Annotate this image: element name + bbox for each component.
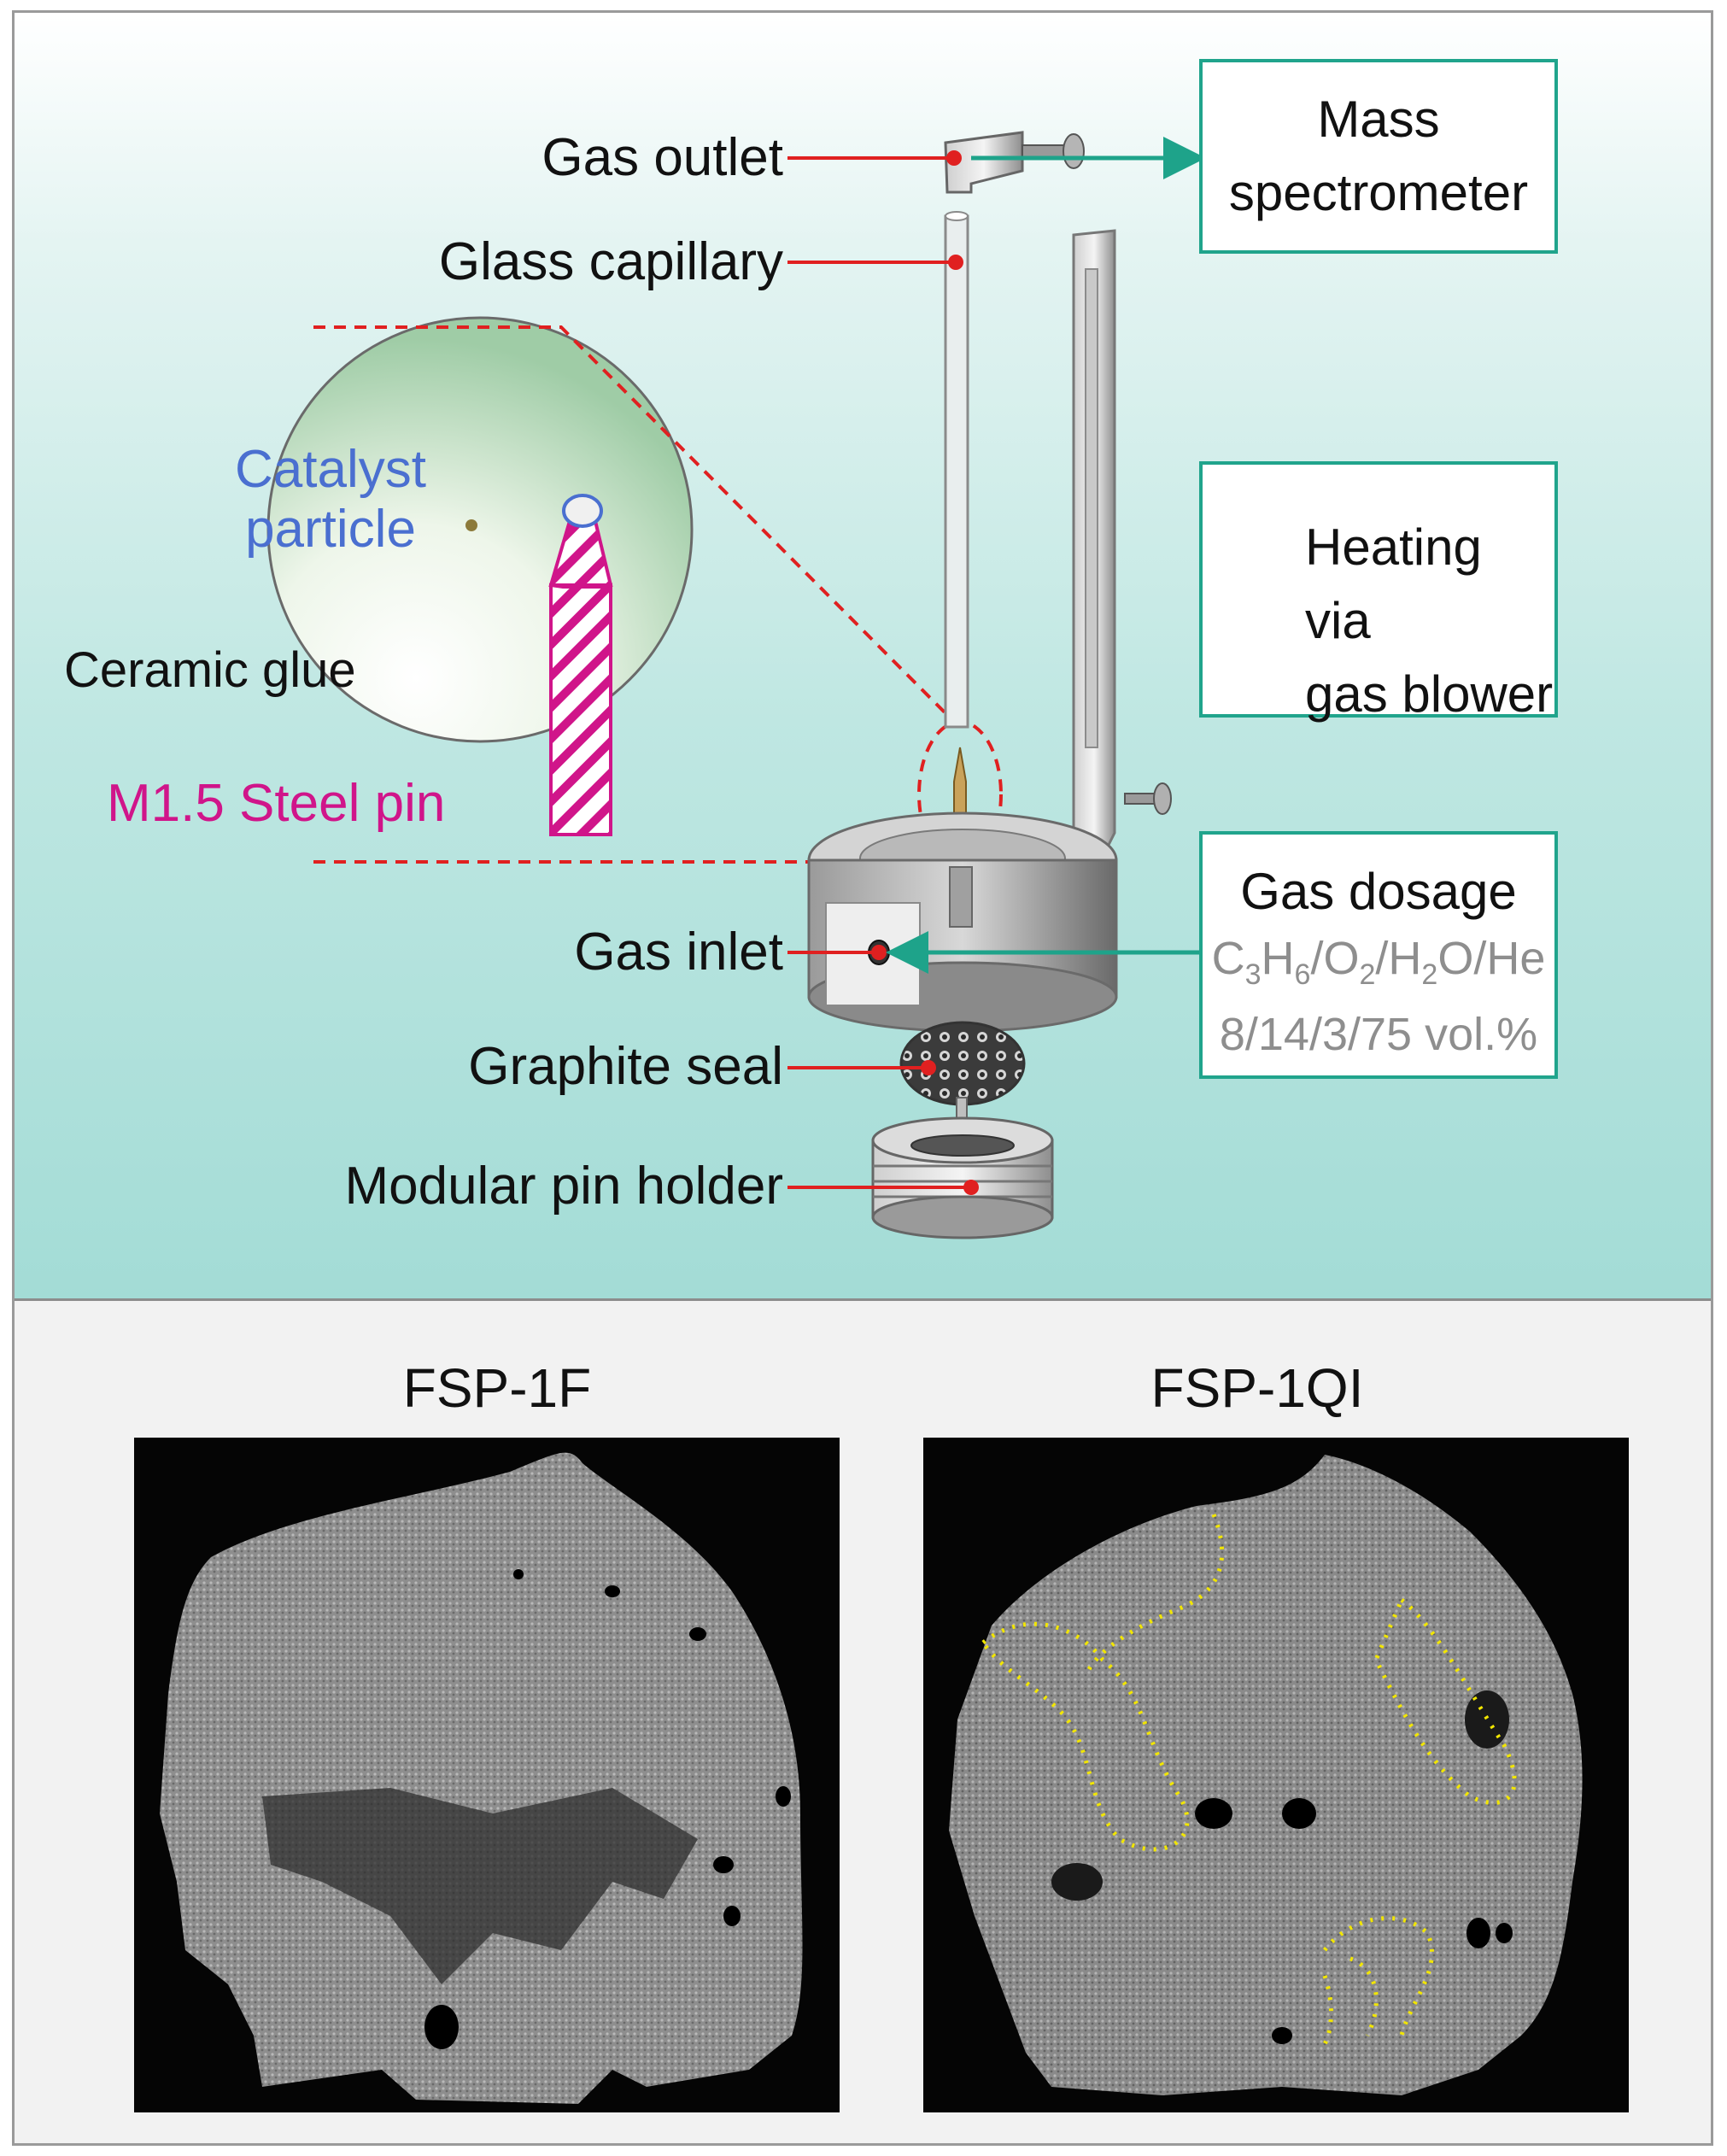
highlight-outline-4 [1322, 1916, 1434, 2046]
callout-dot-gas-outlet [946, 150, 962, 166]
pore-r4 [1496, 1923, 1513, 1943]
gas-composition-ratio: 8/14/3/75 vol.% [1219, 1008, 1538, 1060]
reactor-center-tube [949, 866, 973, 928]
gas-composition-formula: C3H6/O2/H2O/He [1211, 933, 1546, 991]
capillary-top [945, 211, 969, 221]
clamp-screw-head [1153, 782, 1172, 815]
label-steel-pin: M1.5 Steel pin [107, 774, 446, 833]
particle-fsp-1f [160, 1452, 803, 2104]
gas-dosage-box: Gas dosage C3H6/O2/H2O/He 8/14/3/75 vol.… [1199, 831, 1558, 1079]
label-gas-inlet: Gas inlet [574, 923, 783, 981]
gas-outlet-fitting [944, 131, 1024, 194]
pore-1 [605, 1585, 620, 1597]
pin-holder-cavity [910, 1134, 1015, 1157]
pore-4 [713, 1856, 734, 1873]
pore-r7 [1051, 1863, 1103, 1901]
pin-holder-bottom [871, 1195, 1054, 1239]
tomography-panel: FSP-1F FSP-1QI [15, 1301, 1711, 2143]
mass-spec-line1: Mass [1317, 91, 1440, 148]
outlet-screw-head [1063, 133, 1085, 169]
callout-dot-glass-capillary [948, 255, 963, 270]
callout-dot-gas-inlet [871, 945, 887, 960]
heating-line2: gas blower [1305, 665, 1554, 723]
glass-capillary-drawing [944, 214, 969, 729]
tomogram-fsp-1qi [923, 1438, 1629, 2112]
pore-r5 [1272, 2027, 1292, 2044]
label-catalyst-particle: Catalyst particle [202, 440, 459, 560]
label-gas-outlet: Gas outlet [542, 128, 783, 187]
pore-5 [723, 1906, 741, 1926]
catalyst-line1: Catalyst [235, 440, 426, 499]
tomogram-fsp-1f-graphics [160, 1452, 803, 2104]
porous-region-fsp-1f [262, 1788, 698, 1984]
reactor-schematic-panel: Gas outlet Glass capillary Gas inlet Gra… [15, 13, 1711, 1301]
gas-dosage-title: Gas dosage [1240, 863, 1517, 920]
figure: Gas outlet Glass capillary Gas inlet Gra… [12, 10, 1713, 2146]
steel-pin-drawing [549, 583, 612, 836]
graphite-seal-drawing [899, 1021, 1026, 1106]
callout-dot-graphite-seal [921, 1060, 936, 1075]
catalyst-particle-drawing [562, 494, 603, 528]
zoom-line-top [313, 325, 960, 728]
pore-2 [689, 1627, 706, 1641]
mass-spectrometer-box: Mass spectrometer [1199, 59, 1558, 254]
tomogram-fsp-1f [134, 1438, 840, 2112]
pore-r3 [1466, 1918, 1490, 1948]
pore-r1 [1195, 1798, 1232, 1829]
pore-7 [513, 1569, 524, 1579]
label-modular-pin-holder: Modular pin holder [344, 1157, 783, 1216]
title-fsp-1qi: FSP-1QI [1150, 1357, 1364, 1419]
catalyst-line2: particle [245, 500, 416, 559]
title-fsp-1f: FSP-1F [402, 1357, 592, 1419]
reactor-schematic-graphics [266, 131, 1306, 1239]
heating-box: Heating via gas blower [1199, 461, 1558, 723]
mass-spec-line2: spectrometer [1228, 164, 1529, 221]
particle-fsp-1qi [949, 1455, 1583, 2095]
label-graphite-seal: Graphite seal [468, 1037, 783, 1096]
pore-6 [424, 2005, 459, 2049]
outlet-screw [1022, 144, 1070, 158]
pore-r6 [1465, 1690, 1509, 1749]
pore-3 [776, 1786, 791, 1807]
tomogram-fsp-1qi-graphics [949, 1455, 1583, 2095]
catalyst-dot [465, 519, 477, 531]
pore-r2 [1282, 1798, 1316, 1829]
callout-dot-modular-pin-holder [963, 1180, 979, 1195]
heating-line1: Heating via [1305, 518, 1482, 649]
label-ceramic-glue: Ceramic glue [64, 642, 356, 698]
highlight-outline-3 [1373, 1596, 1517, 1805]
clamp-slot [1085, 268, 1098, 748]
label-glass-capillary: Glass capillary [438, 232, 783, 291]
